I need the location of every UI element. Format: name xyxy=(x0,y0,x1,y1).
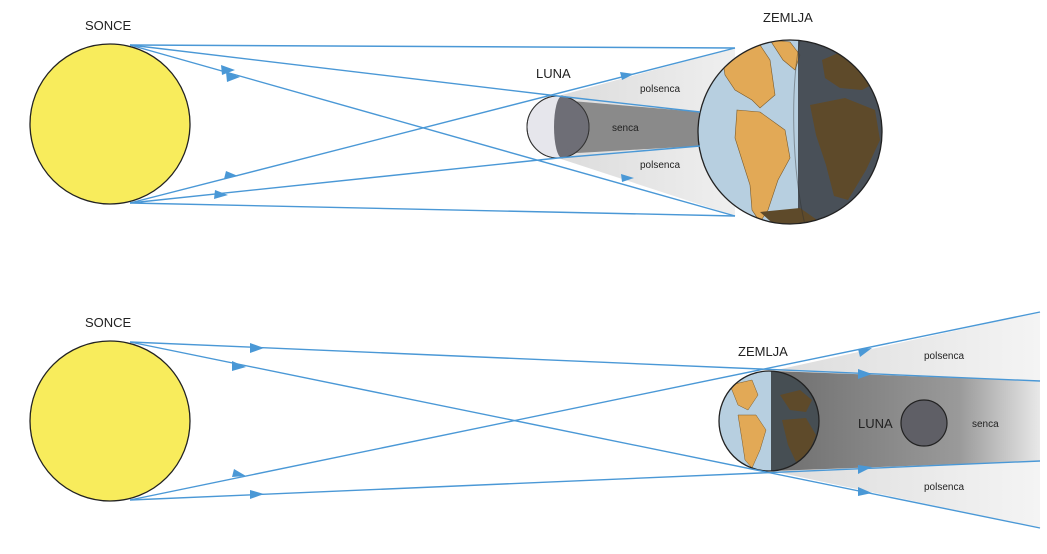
penumbra-label-bottom-upper: polsenca xyxy=(924,351,964,362)
umbra-cone-top xyxy=(560,100,700,154)
penumbra-label-top-lower: polsenca xyxy=(640,160,680,171)
sun-label-bottom: SONCE xyxy=(85,315,132,330)
moon-top xyxy=(526,95,590,159)
earth-label-top: ZEMLJA xyxy=(763,10,813,25)
sun-label-top: SONCE xyxy=(85,18,132,33)
sun-top xyxy=(29,43,191,205)
solar-eclipse-panel: SONCE LUNA ZEMLJA senca polsenca polsenc… xyxy=(29,10,883,225)
moon-label-top: LUNA xyxy=(536,66,571,81)
earth-label-bottom: ZEMLJA xyxy=(738,344,788,359)
umbra-label-bottom: senca xyxy=(972,419,999,430)
earth-top xyxy=(697,39,883,225)
sun-bottom xyxy=(29,340,191,502)
moon-bottom xyxy=(900,399,948,447)
lunar-eclipse-panel: SONCE ZEMLJA LUNA senca polsenca polsenc… xyxy=(29,311,1041,529)
arrowheads-top xyxy=(214,65,634,199)
rays-bottom xyxy=(129,311,1041,529)
penumbra-label-top-upper: polsenca xyxy=(640,84,680,95)
arrowheads-bottom xyxy=(232,343,872,499)
moon-label-bottom: LUNA xyxy=(858,416,893,431)
umbra-label-top: senca xyxy=(612,123,639,134)
penumbra-label-bottom-lower: polsenca xyxy=(924,482,964,493)
